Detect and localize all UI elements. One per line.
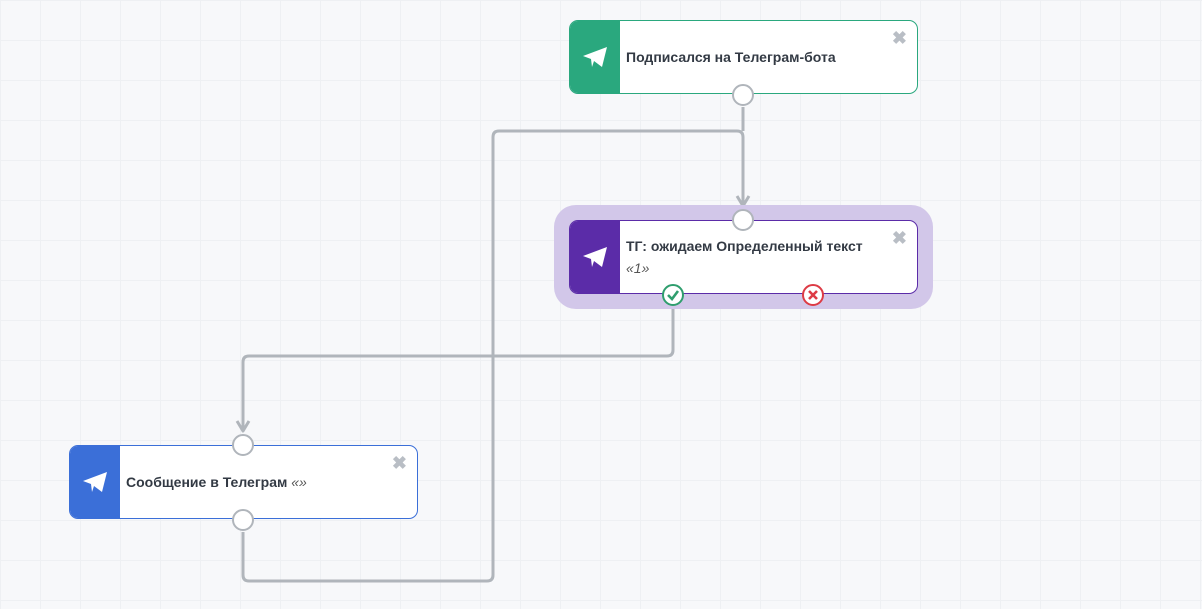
node-title: Подписался на Телеграм-бота xyxy=(626,49,836,65)
telegram-icon xyxy=(70,446,120,518)
input-port[interactable] xyxy=(732,209,754,231)
output-port[interactable] xyxy=(232,509,254,531)
input-port[interactable] xyxy=(232,434,254,456)
close-icon[interactable]: ✖ xyxy=(891,228,907,248)
check-icon xyxy=(667,290,680,301)
connection-wait-success-to-message[interactable] xyxy=(241,307,675,431)
node-title-text: Сообщение в Телеграм xyxy=(126,474,288,490)
cross-icon xyxy=(808,290,818,300)
close-icon[interactable]: ✖ xyxy=(391,453,407,473)
arrow-head xyxy=(235,420,251,433)
node-title: Сообщение в Телеграм «» xyxy=(126,474,307,490)
telegram-icon xyxy=(570,221,620,293)
node-subtitle: «1» xyxy=(626,260,650,276)
node-telegram-message[interactable]: Сообщение в Телеграм «» ✖ xyxy=(69,445,418,519)
failure-port[interactable] xyxy=(802,284,824,306)
node-title: ТГ: ожидаем Определенный текст xyxy=(626,238,863,254)
telegram-icon xyxy=(570,21,620,93)
success-port[interactable] xyxy=(662,284,684,306)
node-wait-specific-text[interactable]: ТГ: ожидаем Определенный текст «1» ✖ xyxy=(569,220,918,294)
close-icon[interactable]: ✖ xyxy=(891,28,907,48)
output-port[interactable] xyxy=(732,84,754,106)
node-quote: «» xyxy=(291,474,307,490)
node-subscribed-telegram-bot[interactable]: Подписался на Телеграм-бота ✖ xyxy=(569,20,918,94)
